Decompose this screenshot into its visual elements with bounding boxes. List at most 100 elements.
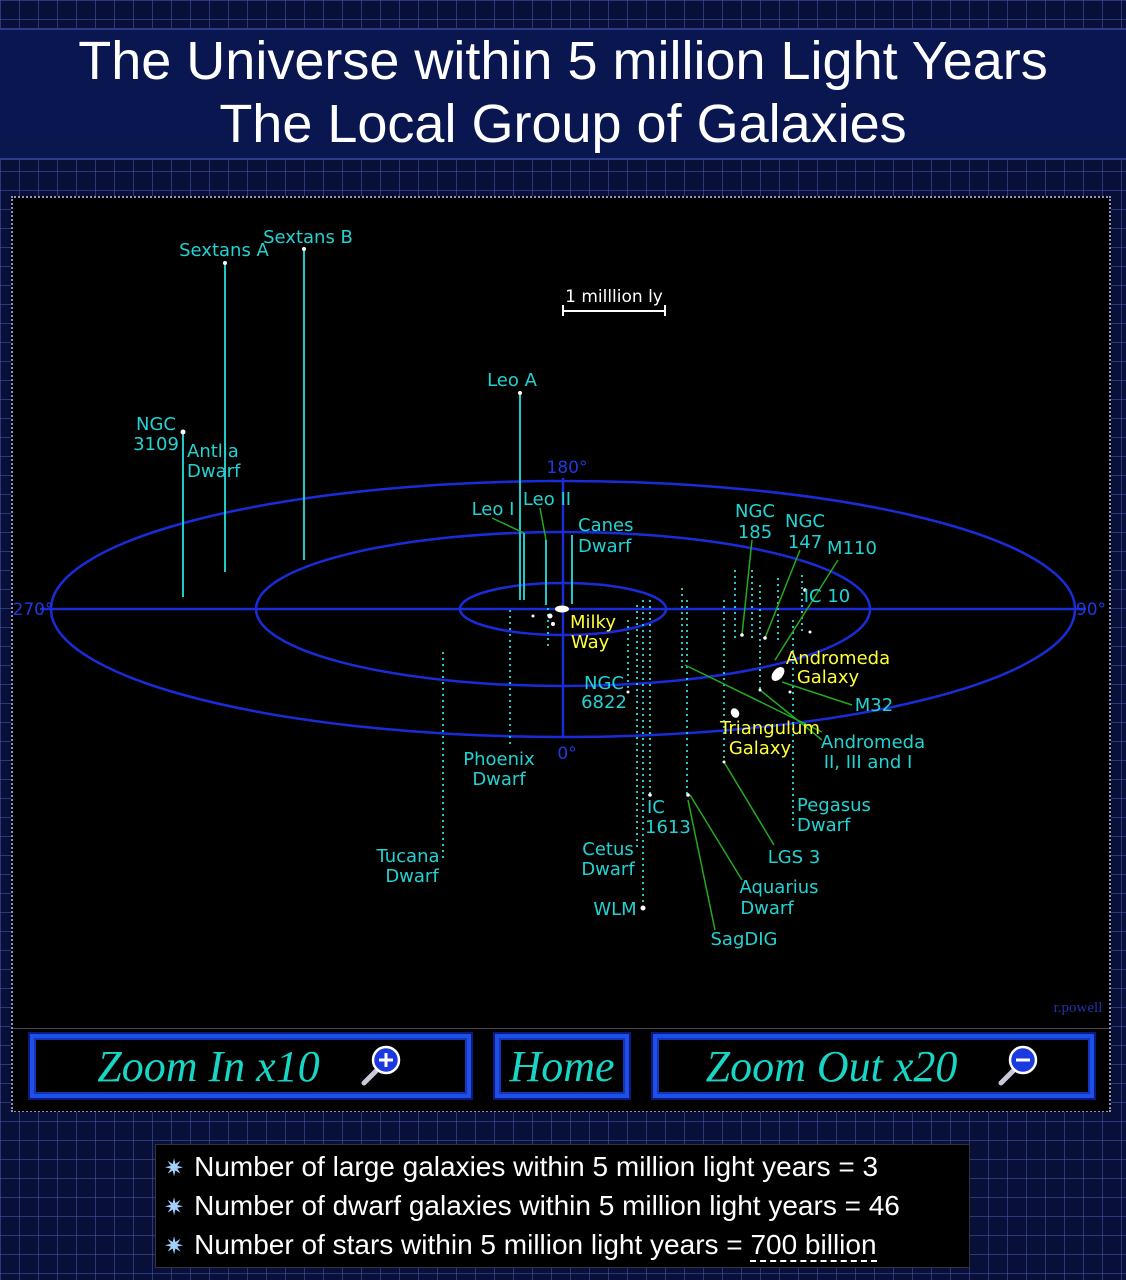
triangulum-label-2: Galaxy [729, 738, 792, 759]
ngc6822-marker [626, 690, 630, 694]
smc-marker [551, 622, 555, 626]
andromeda-dwarf-marker [758, 688, 762, 692]
sagdig-leader [687, 799, 716, 931]
zoom-in-button[interactable]: Zoom In x10 [28, 1032, 473, 1100]
stars-count-link[interactable]: 700 billion [750, 1229, 877, 1262]
ngc3109-marker [180, 429, 186, 435]
sextans-a-label: Sextans A [179, 240, 269, 261]
home-button[interactable]: Home [493, 1032, 631, 1100]
andromeda-label-2: Galaxy [797, 667, 860, 688]
canes-label-2: Dwarf [578, 536, 632, 557]
ngc147-label-1: NGC [785, 511, 825, 532]
ngc6822-label-1: NGC [584, 673, 624, 694]
stat-stars-text: Number of stars within 5 million light y… [194, 1229, 751, 1260]
zoom-nav-bar: Zoom In x10 Home Zoom Out x20 [13, 1028, 1109, 1111]
zoom-out-button[interactable]: Zoom Out x20 [651, 1032, 1096, 1100]
aquarius-label-2: Dwarf [740, 898, 794, 919]
tucana-label-2: Dwarf [385, 866, 439, 887]
ngc147-leader [764, 549, 801, 639]
ngc147-marker [763, 636, 767, 640]
ngc6822-label-2: 6822 [581, 692, 627, 713]
aquarius-leader [689, 794, 743, 881]
leo-a-label: Leo A [487, 370, 538, 391]
aquarius-label-1: Aquarius [739, 877, 818, 898]
ic1613-marker [648, 793, 652, 797]
m32-marker [788, 690, 792, 694]
phoenix-label-2: Dwarf [472, 769, 526, 790]
magnifier-minus-icon [998, 1045, 1038, 1086]
page-title: The Universe within 5 million Light Year… [78, 31, 1048, 91]
stat-dwarf-galaxies: ✷ Number of dwarf galaxies within 5 milli… [164, 1187, 900, 1225]
sagdig-label: SagDIG [711, 929, 778, 950]
cetus-label-1: Cetus [582, 839, 634, 860]
lmc-marker [547, 613, 553, 619]
ngc3109-label-1: NGC [136, 414, 176, 435]
stat-dwarf-galaxies-text: Number of dwarf galaxies within 5 millio… [194, 1190, 900, 1221]
stat-large-galaxies-text: Number of large galaxies within 5 millio… [194, 1151, 879, 1182]
sextans-a-marker [223, 261, 227, 265]
wlm-marker [640, 905, 646, 911]
tucana-label-1: Tucana [375, 846, 439, 867]
lgs3-label: LGS 3 [768, 847, 821, 868]
pegasus-label-2: Dwarf [797, 815, 851, 836]
ngc147-label-2: 147 [788, 532, 822, 553]
m32-leader [781, 681, 853, 706]
leo-ii-label: Leo II [523, 489, 571, 510]
milky-way-label-1: Milky [570, 612, 616, 633]
angle-90: 90° [1076, 600, 1106, 620]
sparkle-icon: ✷ [164, 1233, 185, 1260]
local-group-map [11, 196, 1111, 1112]
ngc185-label-2: 185 [738, 522, 772, 543]
angle-270: 270° [13, 600, 54, 620]
andromeda-dwarfs-label-2: II, III and I [824, 752, 913, 773]
aquarius-marker [686, 793, 690, 797]
m32-label: M32 [855, 695, 893, 716]
ic1613-label-2: 1613 [645, 817, 691, 838]
sextans-b-label: Sextans B [263, 227, 353, 248]
pegasus-label-1: Pegasus [797, 795, 871, 816]
stats-panel: ✷ Number of large galaxies within 5 milli… [155, 1144, 970, 1268]
lgs3-leader-a [684, 664, 823, 733]
leo-i-label: Leo I [472, 499, 515, 520]
map-canvas: 1 milllion ly 180° 270° 90° 0° [13, 227, 1107, 1016]
canes-label-1: Canes [578, 515, 633, 536]
stat-stars: ✷ Number of stars within 5 million light … [164, 1226, 877, 1264]
zoom-out-label: Zoom Out x20 [705, 1041, 958, 1091]
sextans-b-marker [302, 247, 306, 251]
andromeda-label-1: Andromeda [786, 648, 890, 669]
ngc185-marker [740, 633, 744, 637]
milky-way-marker [555, 605, 569, 613]
ic1613-label-1: IC [647, 797, 665, 818]
andromeda-dwarfs-leader [759, 689, 823, 741]
leo-i-leader [491, 517, 525, 534]
triangulum-marker [730, 708, 740, 718]
cetus-label-2: Dwarf [581, 859, 635, 880]
ic10-label: IC 10 [804, 586, 851, 607]
magnifier-plus-icon [361, 1045, 400, 1086]
phoenix-label-1: Phoenix [463, 749, 535, 770]
lgs3-marker [722, 760, 726, 764]
angle-0: 0° [557, 744, 576, 764]
leo-a-marker [518, 391, 522, 395]
ngc3109-label-2: 3109 [133, 434, 179, 455]
m110-label: M110 [827, 538, 877, 559]
zoom-in-label: Zoom In x10 [97, 1041, 320, 1091]
antlia-label-1: Antlia [187, 441, 239, 462]
sparkle-icon: ✷ [164, 1194, 185, 1221]
m110-leader [774, 559, 839, 661]
home-label: Home [509, 1041, 615, 1091]
ngc185-leader [741, 539, 753, 636]
scale-label: 1 milllion ly [565, 287, 663, 307]
andromeda-dwarfs-label-1: Andromeda [821, 732, 925, 753]
dwarf-marker-a [808, 630, 812, 634]
triangulum-label-1: Triangulum [719, 718, 820, 739]
page-subtitle: The Local Group of Galaxies [219, 94, 907, 154]
wlm-label: WLM [593, 899, 636, 920]
milky-way-label-2: Way [571, 632, 610, 653]
leo-ii-leader [539, 507, 547, 541]
ic10-marker [803, 588, 807, 592]
sparkle-icon: ✷ [164, 1155, 185, 1182]
sagittarius-dwarf-marker [531, 614, 535, 618]
ngc185-label-1: NGC [735, 501, 775, 522]
andromeda-marker [771, 667, 785, 681]
